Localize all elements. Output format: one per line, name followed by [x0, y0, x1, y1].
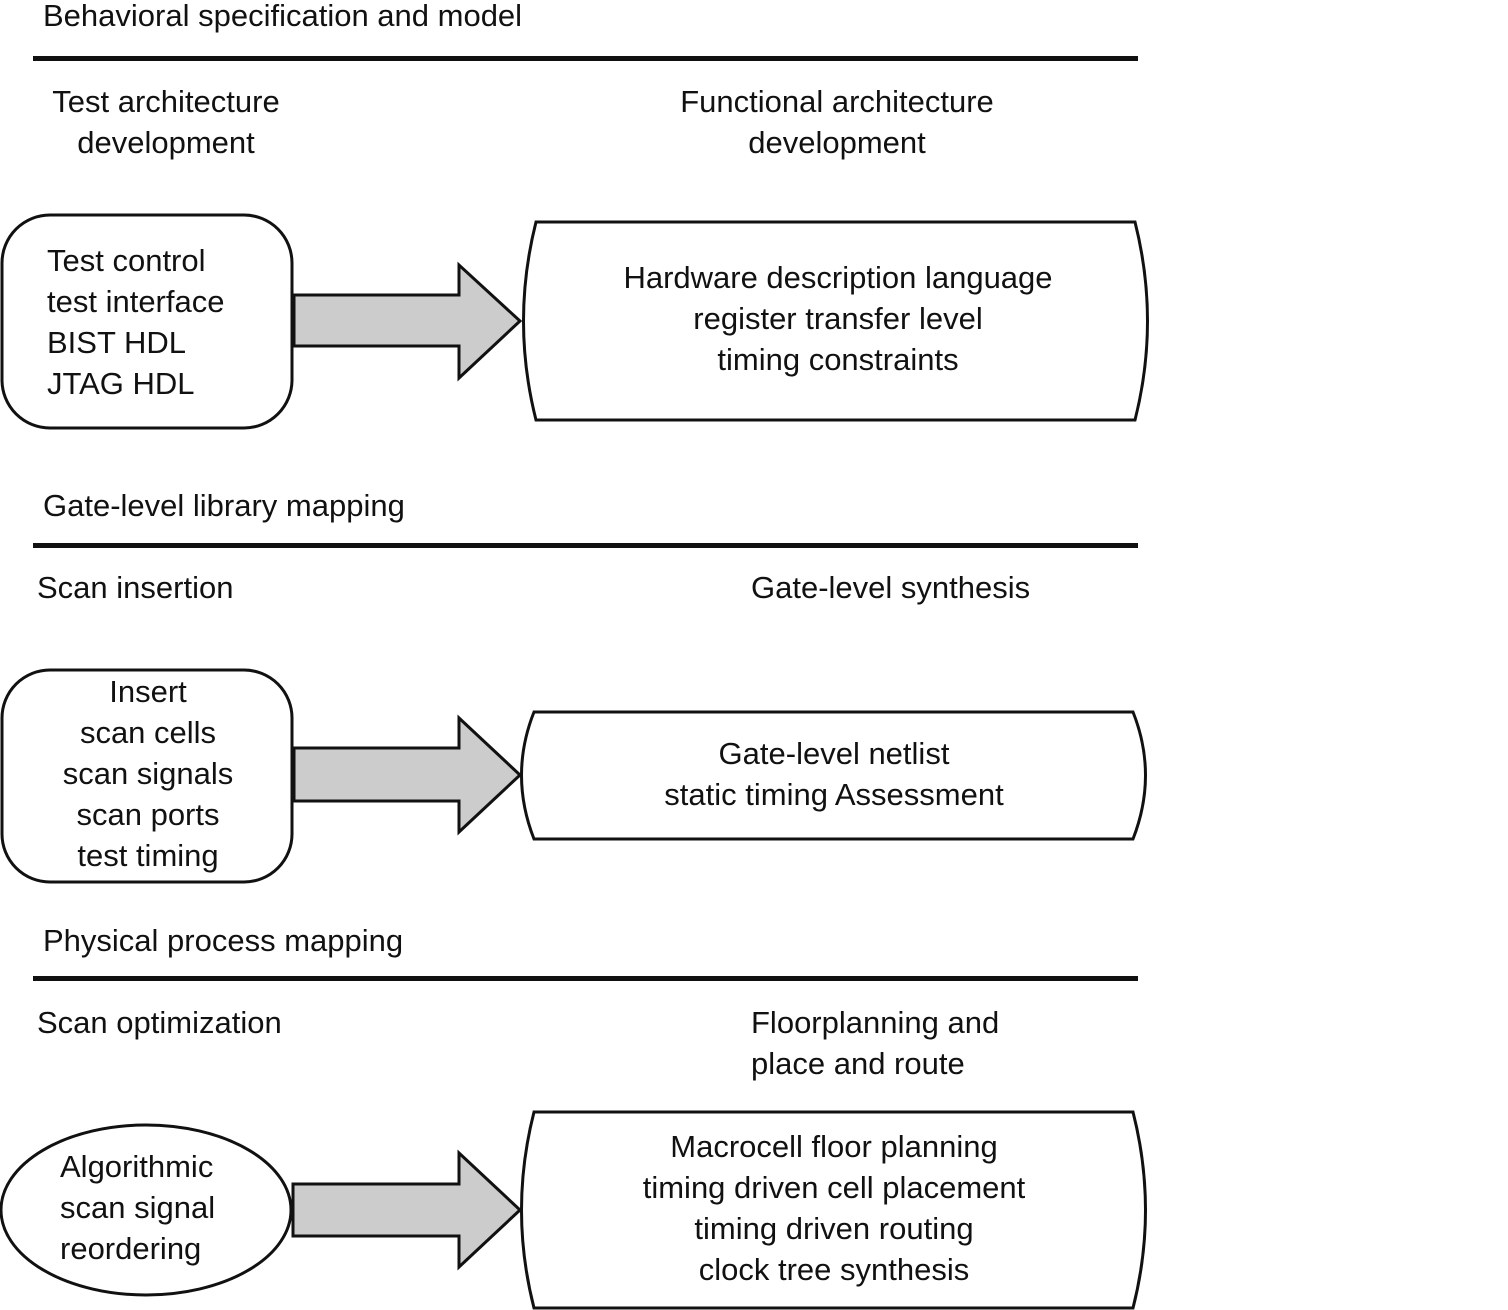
right-box-line: register transfer level [693, 301, 983, 336]
right-box-line: Gate-level netlist [718, 736, 950, 771]
left-box-line: scan signals [62, 756, 234, 791]
left-ellipse-scan-optimization [0, 1123, 293, 1297]
right-title-line: place and route [751, 1046, 965, 1081]
section-rule-gate-level [33, 543, 1138, 548]
right-box-text: Macrocell floor planning timing driven c… [534, 1126, 1134, 1290]
left-box-line: test timing [77, 838, 219, 873]
right-box-text: Hardware description language register t… [538, 257, 1138, 380]
right-box-floorplanning [520, 1110, 1147, 1310]
left-box-line: scan cells [79, 715, 217, 750]
right-title-floorplanning: Floorplanning and place and route [751, 1002, 999, 1084]
right-box-line: timing driven cell placement [642, 1170, 1026, 1205]
right-box-functional-architecture [522, 220, 1149, 422]
section-heading-gate-level: Gate-level library mapping [43, 488, 405, 523]
left-box-line: Test control [47, 243, 206, 278]
section-heading-behavioral: Behavioral specification and model [43, 0, 523, 33]
left-box-line: Algorithmic [60, 1149, 214, 1184]
right-box-line: Hardware description language [623, 260, 1053, 295]
right-box-line: Macrocell floor planning [670, 1129, 998, 1164]
right-box-line: static timing Assessment [664, 777, 1004, 812]
right-title-gate-level-synthesis: Gate-level synthesis [751, 570, 1031, 605]
left-box-line: reordering [60, 1231, 202, 1266]
right-box-line: timing constraints [717, 342, 959, 377]
left-title-scan-insertion: Scan insertion [37, 570, 234, 605]
left-box-line: scan ports [76, 797, 220, 832]
left-title-line: development [77, 125, 255, 160]
left-title-test-architecture: Test architecture development [20, 81, 312, 163]
right-box-line: clock tree synthesis [698, 1252, 970, 1287]
left-title-scan-optimization: Scan optimization [37, 1005, 282, 1040]
left-box-text: Test control test interface BIST HDL JTA… [47, 240, 224, 404]
right-title-line: development [748, 125, 926, 160]
right-title-line: Functional architecture [680, 84, 994, 119]
left-box-line: Insert [109, 674, 187, 709]
right-box-text: Gate-level netlist static timing Assessm… [534, 733, 1134, 815]
left-box-line: BIST HDL [47, 325, 186, 360]
section-rule-physical [33, 976, 1138, 981]
left-ellipse-text: Algorithmic scan signal reordering [60, 1146, 215, 1269]
arrow-test-to-functional [292, 261, 523, 382]
arrow-scan-to-synthesis [292, 714, 523, 836]
right-title-line: Floorplanning and [751, 1005, 1000, 1040]
left-box-line: test interface [47, 284, 225, 319]
right-box-gate-level-synthesis [520, 710, 1147, 841]
left-box-test-architecture [0, 213, 294, 430]
right-title-functional-architecture: Functional architecture development [637, 81, 1037, 163]
left-box-scan-insertion [0, 668, 294, 884]
section-rule-behavioral [33, 56, 1138, 61]
left-title-line: Test architecture [52, 84, 280, 119]
section-heading-physical: Physical process mapping [43, 923, 404, 958]
left-box-line: scan signal [60, 1190, 216, 1225]
left-box-text: Insert scan cells scan signals scan port… [2, 671, 294, 876]
left-box-line: JTAG HDL [47, 366, 195, 401]
right-box-line: timing driven routing [694, 1211, 974, 1246]
arrow-optimization-to-floorplanning [291, 1149, 523, 1271]
